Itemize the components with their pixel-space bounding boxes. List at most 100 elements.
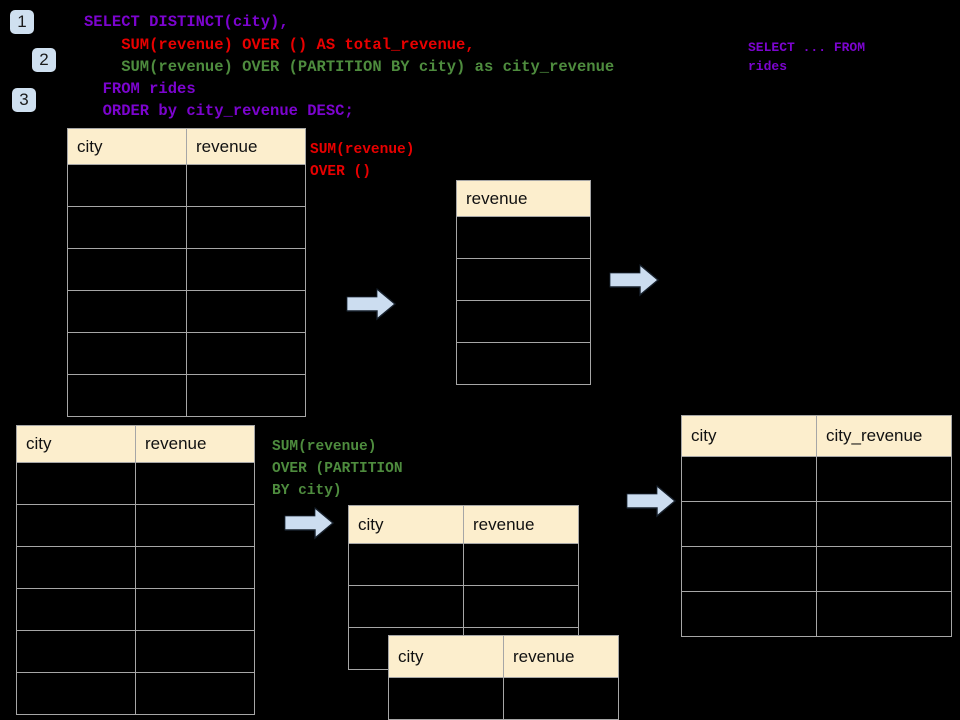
table-row: [681, 456, 952, 502]
column-header-revenue: revenue: [186, 128, 306, 165]
annotation-over-empty: SUM(revenue) OVER (): [310, 142, 415, 180]
cell-revenue: [456, 216, 591, 259]
step-badge-2: 2: [32, 48, 56, 72]
cell-revenue: [503, 677, 619, 720]
cell-city: [16, 672, 136, 715]
cell-city: [681, 546, 817, 592]
side-note-select-from-rides: SELECT ... FROM rides: [748, 40, 866, 74]
cell-city-revenue: [816, 546, 952, 592]
cell-revenue: [463, 585, 579, 628]
cell-city: [16, 462, 136, 505]
table-row: [16, 504, 255, 547]
total-revenue-table: revenue: [456, 180, 591, 385]
cell-city: [16, 588, 136, 631]
cell-city: [681, 591, 817, 637]
step-badge-1: 1: [10, 10, 34, 34]
step-badge-3: 3: [12, 88, 36, 112]
cell-city: [67, 206, 187, 249]
table-row: [348, 585, 579, 628]
sql-line-order-by: ORDER by city_revenue DESC;: [84, 102, 354, 120]
column-header-city: city: [388, 635, 504, 678]
column-header-revenue: revenue: [135, 425, 255, 463]
sql-line-from: FROM rides: [84, 80, 196, 98]
table-header-row: revenue: [456, 180, 591, 217]
arrow-source-to-partition: [283, 505, 335, 546]
table-header-row: city revenue: [16, 425, 255, 463]
column-header-city: city: [16, 425, 136, 463]
cell-city-revenue: [816, 591, 952, 637]
cell-revenue: [135, 504, 255, 547]
cell-city: [681, 456, 817, 502]
table-row: [388, 677, 619, 720]
cell-revenue: [135, 630, 255, 673]
table-row: [456, 258, 591, 301]
cell-city: [67, 164, 187, 207]
cell-revenue: [186, 290, 306, 333]
table-row: [67, 206, 306, 249]
cell-city: [681, 501, 817, 547]
result-table: city city_revenue: [681, 415, 952, 637]
cell-city: [67, 248, 187, 291]
table-header-row: city city_revenue: [681, 415, 952, 457]
cell-city: [67, 374, 187, 417]
cell-city: [388, 677, 504, 720]
table-row: [67, 248, 306, 291]
sql-line-total-revenue: SUM(revenue) OVER () AS total_revenue,: [84, 36, 475, 54]
arrow-source-to-total: [345, 286, 397, 327]
sql-line-select: SELECT DISTINCT(city),: [84, 13, 289, 31]
cell-revenue: [135, 546, 255, 589]
column-header-revenue: revenue: [503, 635, 619, 678]
table-header-row: city revenue: [67, 128, 306, 165]
column-header-city: city: [67, 128, 187, 165]
column-header-city: city: [681, 415, 817, 457]
cell-city: [348, 585, 464, 628]
cell-revenue: [186, 248, 306, 291]
cell-revenue: [456, 258, 591, 301]
cell-city: [16, 546, 136, 589]
table-row: [16, 672, 255, 715]
table-row: [681, 591, 952, 637]
table-row: [16, 630, 255, 673]
rides-source-table-bottom: city revenue: [16, 425, 255, 715]
cell-revenue: [186, 332, 306, 375]
cell-revenue: [135, 588, 255, 631]
table-row: [67, 374, 306, 417]
table-row: [348, 543, 579, 586]
annotation-over-partition: SUM(revenue) OVER (PARTITION BY city): [272, 439, 403, 499]
cell-city: [67, 290, 187, 333]
cell-revenue: [135, 672, 255, 715]
cell-city-revenue: [816, 501, 952, 547]
table-row: [456, 216, 591, 259]
cell-city: [348, 543, 464, 586]
table-row: [681, 546, 952, 592]
cell-city: [16, 504, 136, 547]
table-row: [67, 290, 306, 333]
table-row: [67, 332, 306, 375]
cell-revenue: [456, 300, 591, 343]
table-row: [16, 462, 255, 505]
cell-revenue: [186, 164, 306, 207]
table-header-row: city revenue: [348, 505, 579, 544]
cell-revenue: [456, 342, 591, 385]
arrow-total-to-result: [608, 262, 660, 303]
cell-revenue: [135, 462, 255, 505]
column-header-city: city: [348, 505, 464, 544]
cell-city-revenue: [816, 456, 952, 502]
table-row: [681, 501, 952, 547]
partition-table-front: city revenue: [388, 635, 619, 720]
table-row: [16, 546, 255, 589]
table-row: [67, 164, 306, 207]
cell-revenue: [186, 374, 306, 417]
arrow-partition-to-result: [625, 483, 677, 524]
cell-revenue: [186, 206, 306, 249]
table-header-row: city revenue: [388, 635, 619, 678]
cell-city: [16, 630, 136, 673]
column-header-city-revenue: city_revenue: [816, 415, 952, 457]
column-header-revenue: revenue: [456, 180, 591, 217]
table-row: [456, 342, 591, 385]
cell-city: [67, 332, 187, 375]
column-header-revenue: revenue: [463, 505, 579, 544]
rides-source-table-top: city revenue: [67, 128, 306, 417]
table-row: [456, 300, 591, 343]
